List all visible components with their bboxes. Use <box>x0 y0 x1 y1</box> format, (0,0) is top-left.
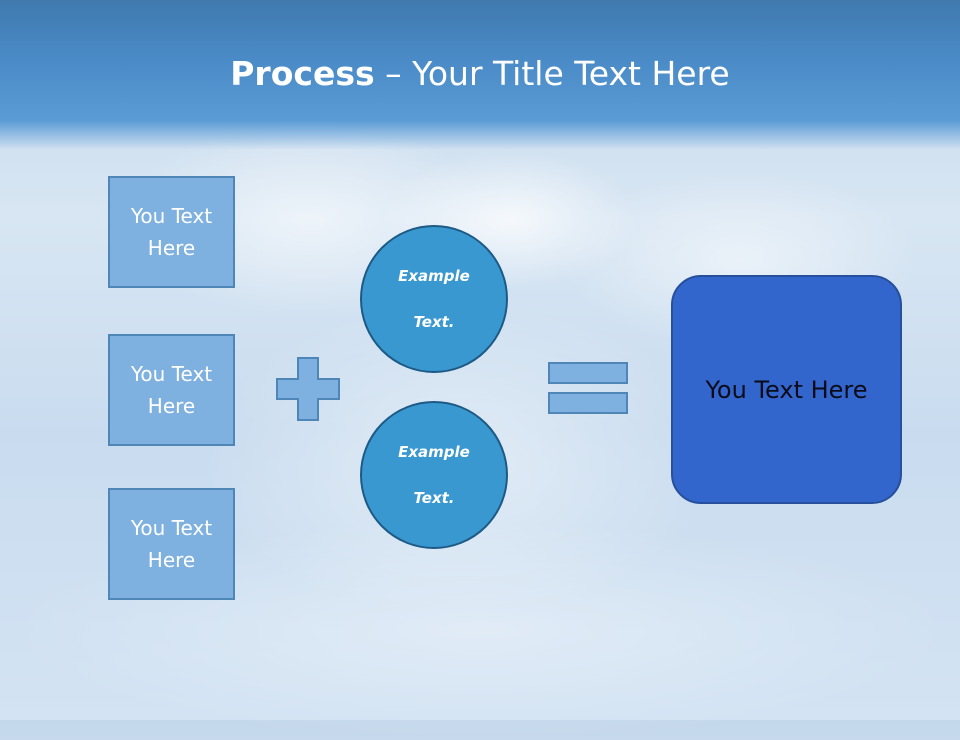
circle-label: Example Text. <box>389 265 479 334</box>
input-box-line: Here <box>147 236 196 260</box>
result-label: You Text Here <box>705 375 868 404</box>
equals-icon <box>548 362 628 414</box>
input-box-line: You Text <box>130 362 213 386</box>
result-box[interactable]: You Text Here <box>671 275 902 504</box>
plus-icon <box>276 357 340 421</box>
input-box-label: You Text Here <box>122 512 222 576</box>
example-circle-1[interactable]: Example Text. <box>360 225 508 373</box>
circle-line: Text. <box>413 312 455 331</box>
input-box-line: You Text <box>130 204 213 228</box>
input-box-2[interactable]: You Text Here <box>108 334 235 446</box>
input-box-label: You Text Here <box>122 358 222 422</box>
title-banner <box>0 0 960 150</box>
circle-label: Example Text. <box>389 441 479 510</box>
circle-line: Text. <box>413 488 455 507</box>
circle-line: Example <box>398 442 470 461</box>
input-box-line: Here <box>147 548 196 572</box>
slide-title: Process – Your Title Text Here <box>0 52 960 96</box>
title-bold: Process <box>230 54 375 93</box>
example-circle-2[interactable]: Example Text. <box>360 401 508 549</box>
input-box-label: You Text Here <box>122 200 222 264</box>
input-box-3[interactable]: You Text Here <box>108 488 235 600</box>
input-box-line: Here <box>147 394 196 418</box>
circle-line: Example <box>398 266 470 285</box>
input-box-1[interactable]: You Text Here <box>108 176 235 288</box>
input-box-line: You Text <box>130 516 213 540</box>
title-rest: – Your Title Text Here <box>374 54 730 93</box>
